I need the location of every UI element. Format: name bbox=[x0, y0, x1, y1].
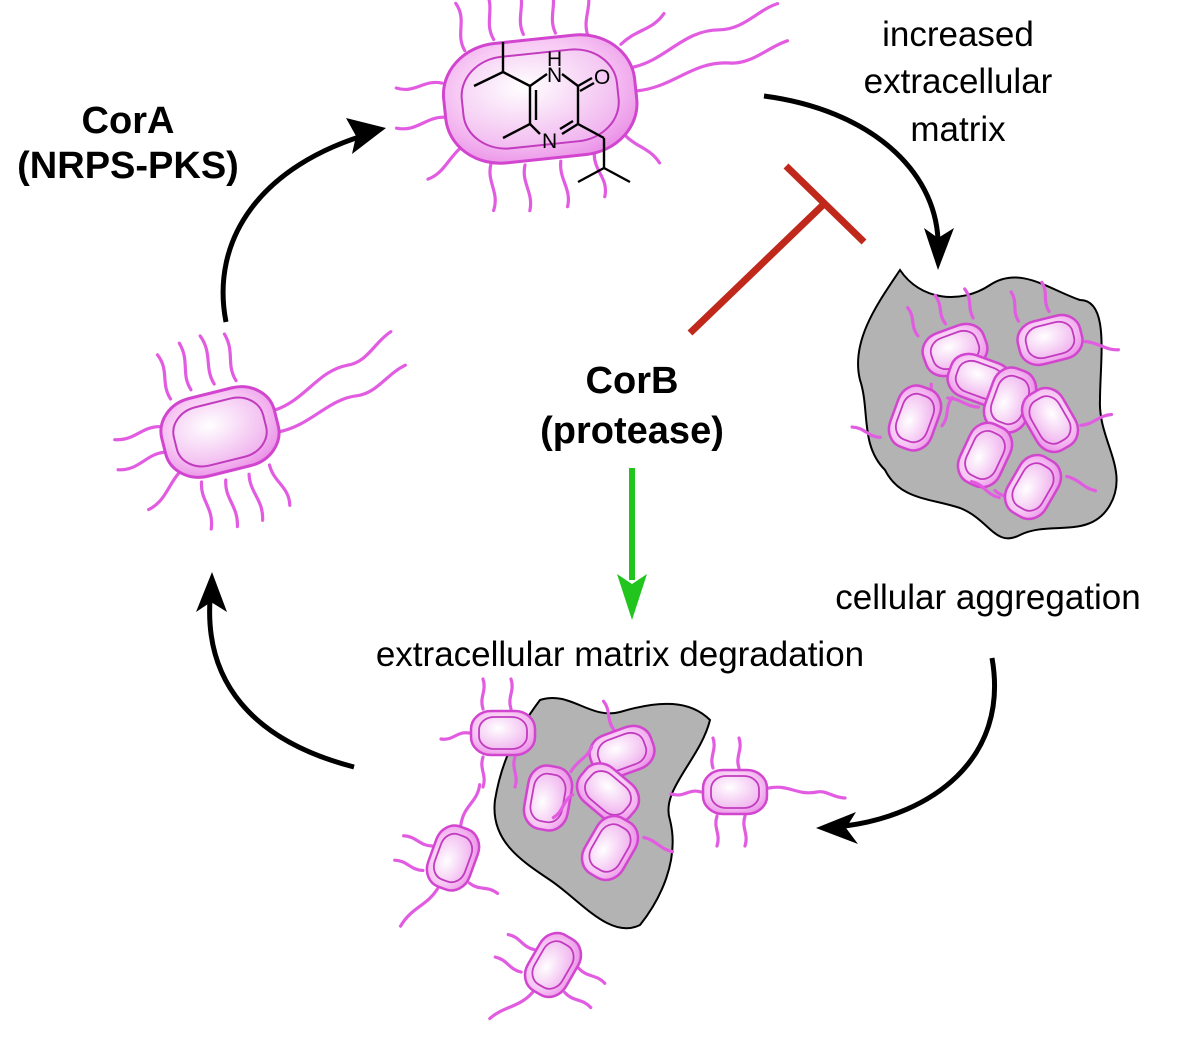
arrowhead-right-down bbox=[816, 812, 858, 844]
label-cellular-aggregation: cellular aggregation bbox=[835, 578, 1140, 617]
label-cora-type: (NRPS-PKS) bbox=[17, 145, 239, 187]
producing-cell-top bbox=[394, 0, 790, 213]
atom-n-bottom: N bbox=[542, 130, 557, 153]
label-matrix-degradation: extracellular matrix degradation bbox=[376, 635, 864, 674]
cell-aggregate-matrix bbox=[850, 268, 1120, 540]
arrowhead-left-up bbox=[346, 118, 386, 154]
arrow-left-up bbox=[220, 130, 373, 323]
atom-n-top: N bbox=[547, 64, 562, 87]
label-corb: CorB bbox=[586, 360, 679, 402]
arrowhead-top-right bbox=[924, 228, 954, 270]
label-matrix: matrix bbox=[910, 110, 1006, 149]
label-extracellular: extracellular bbox=[864, 62, 1053, 101]
cycle-arrows bbox=[196, 93, 997, 844]
arrow-right-down bbox=[844, 657, 997, 829]
arrow-top-right bbox=[763, 93, 941, 241]
activation-arrow bbox=[617, 468, 647, 620]
corallorazine-structure bbox=[473, 42, 631, 184]
label-cora: CorA bbox=[82, 100, 175, 142]
atom-h: H bbox=[547, 48, 562, 71]
free-cell-left bbox=[113, 330, 407, 531]
arrow-bottom-left bbox=[207, 599, 355, 770]
matrix-degradation-group bbox=[393, 677, 847, 1021]
inhibition-symbol bbox=[687, 163, 867, 336]
label-corb-type: (protease) bbox=[540, 410, 724, 452]
label-increased: increased bbox=[882, 15, 1034, 54]
arrowhead-bottom-left bbox=[196, 572, 227, 612]
atom-o: O bbox=[594, 66, 610, 89]
